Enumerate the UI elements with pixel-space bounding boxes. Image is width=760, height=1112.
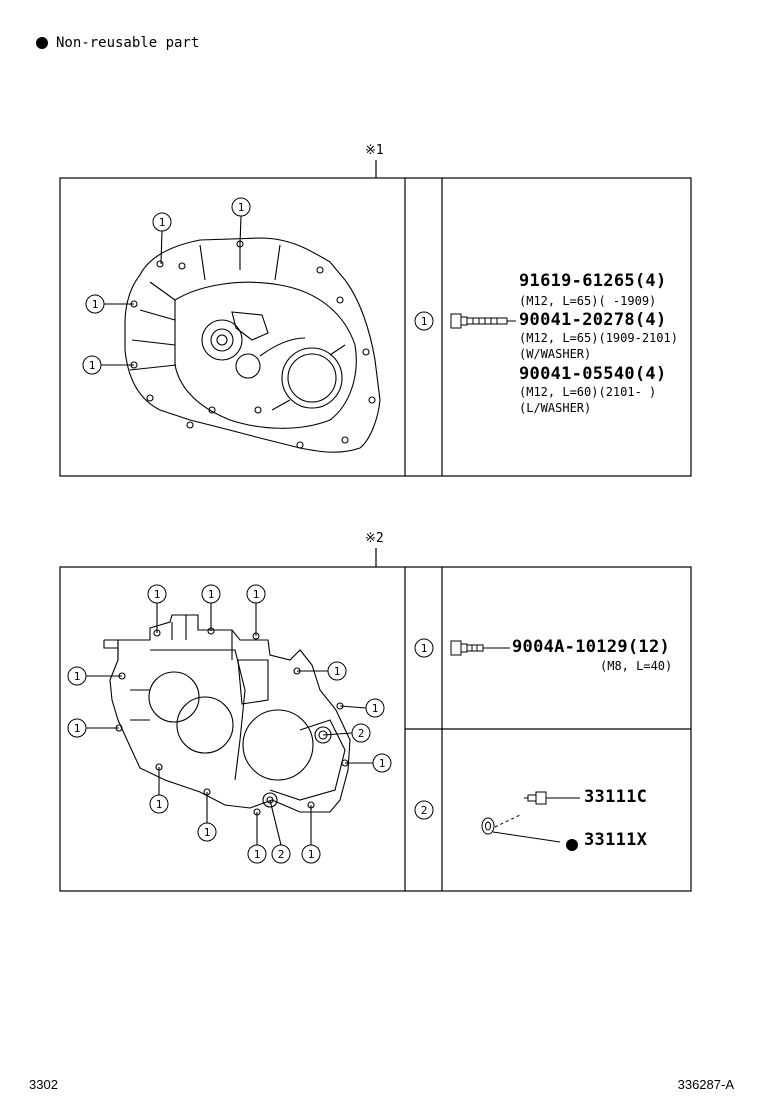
svg-text:1: 1: [372, 702, 379, 715]
part-number-90041-05540: 90041-05540(4): [519, 364, 667, 384]
svg-text:1: 1: [421, 315, 428, 328]
non-reusable-dot-icon: [36, 37, 48, 49]
section1-frame: [59, 177, 692, 477]
part-spec-9004a: (M8, L=40): [600, 659, 673, 673]
svg-text:1: 1: [89, 359, 96, 372]
part-spec-90041-20278: (M12, L=65)(1909-2101): [519, 331, 678, 345]
callout-circles-1: [82, 197, 434, 375]
svg-text:1: 1: [74, 670, 81, 683]
part-spec-90041-05540: (M12, L=60)(2101- ): [519, 385, 657, 399]
transaxle-housing-1: [101, 215, 381, 453]
svg-text:2: 2: [421, 804, 428, 817]
svg-text:1: 1: [379, 757, 386, 770]
svg-text:1: 1: [154, 588, 161, 601]
svg-text:1: 1: [421, 642, 428, 655]
part-spec-91619: (M12, L=65)( -1909): [519, 294, 657, 308]
svg-text:1: 1: [159, 216, 166, 229]
part-note-90041-05540: (L/WASHER): [519, 401, 592, 415]
svg-text:1: 1: [334, 665, 341, 678]
part-number-33111x: 33111X: [584, 830, 648, 850]
bolt-icon-2: [450, 640, 510, 656]
bolt-icon-1: [450, 313, 516, 329]
transaxle-housing-2: [86, 602, 373, 846]
svg-text:1: 1: [308, 848, 315, 861]
svg-text:1: 1: [253, 588, 260, 601]
svg-text:1: 1: [208, 588, 215, 601]
drain-plug-icon: [524, 791, 580, 805]
section1-marker: ※1: [365, 143, 384, 158]
legend: Non-reusable part: [36, 35, 199, 51]
svg-text:1: 1: [74, 722, 81, 735]
svg-text:1: 1: [156, 798, 163, 811]
footer-figure-id: 336287-A: [677, 1077, 734, 1092]
callout-circles-2: [67, 584, 434, 864]
svg-text:1: 1: [254, 848, 261, 861]
svg-text:1: 1: [238, 201, 245, 214]
footer-page-code: 3302: [29, 1077, 58, 1092]
part-number-90041-20278: 90041-20278(4): [519, 310, 667, 330]
non-reusable-marker-icon: [566, 836, 578, 855]
part-number-9004a: 9004A-10129(12): [512, 637, 671, 657]
svg-text:1: 1: [204, 826, 211, 839]
section2-marker: ※2: [365, 531, 384, 546]
part-number-33111c: 33111C: [584, 787, 648, 807]
svg-text:2: 2: [358, 727, 365, 740]
part-number-91619: 91619-61265(4): [519, 271, 667, 291]
svg-text:2: 2: [278, 848, 285, 861]
part-note-90041-20278: (W/WASHER): [519, 347, 592, 361]
svg-text:1: 1: [92, 298, 99, 311]
gasket-icon: [481, 814, 561, 843]
legend-label: Non-reusable part: [56, 35, 200, 51]
